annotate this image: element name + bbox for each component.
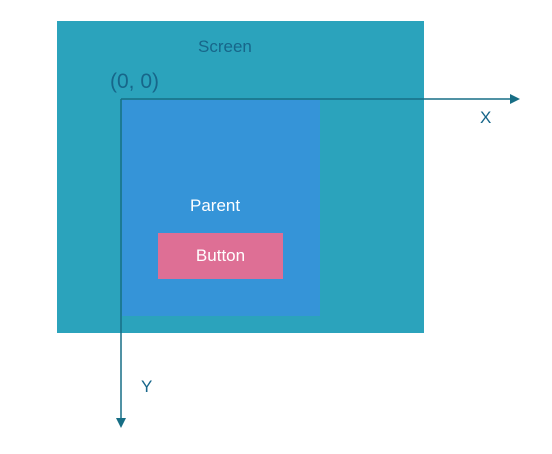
parent-label: Parent xyxy=(190,196,241,215)
origin-label: (0, 0) xyxy=(110,70,160,93)
button-label: Button xyxy=(195,246,246,265)
button-box[interactable]: Button xyxy=(158,233,283,279)
parent-box xyxy=(122,100,320,316)
x-axis-arrowhead xyxy=(510,94,520,104)
screen-label: Screen xyxy=(198,37,252,56)
x-axis-label: X xyxy=(480,108,492,127)
y-axis-arrowhead xyxy=(116,418,126,428)
y-axis-label: Y xyxy=(141,377,153,396)
